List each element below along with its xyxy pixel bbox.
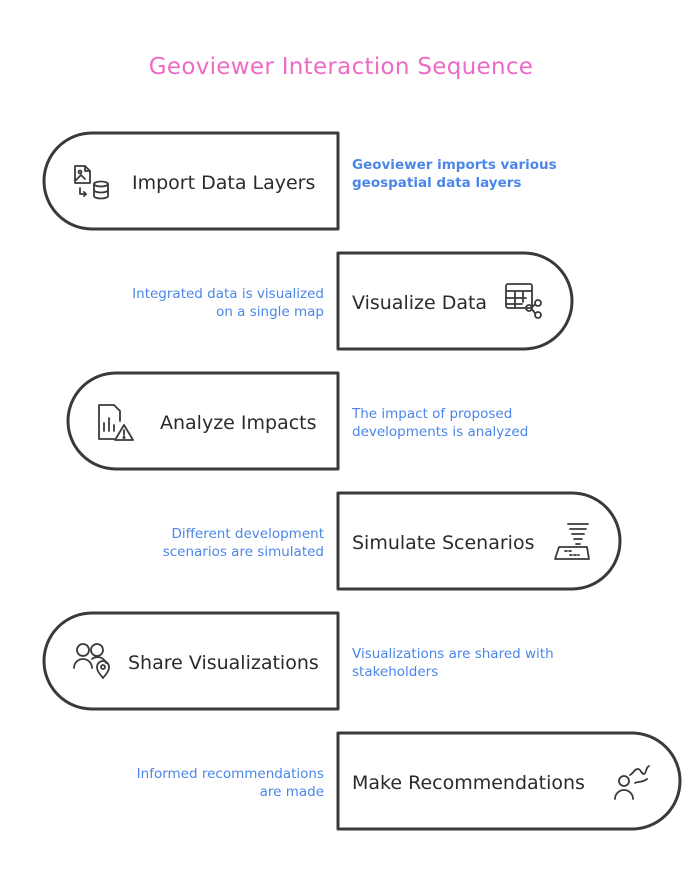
step-6-description: Informed recommendations are made <box>136 766 324 800</box>
step-4-shape <box>336 491 622 591</box>
users-location-icon <box>73 643 110 679</box>
chart-warning-icon <box>98 404 134 441</box>
step-2-shape <box>336 251 574 351</box>
step-1-description: Geoviewer imports various geospatial dat… <box>352 157 557 191</box>
step-5-description: Visualizations are shared with stakehold… <box>352 646 554 680</box>
step-2-label: Visualize Data <box>352 292 488 314</box>
image-database-icon <box>74 165 109 200</box>
step-3-description: The impact of proposed developments is a… <box>352 406 529 440</box>
step-3-shape <box>66 371 340 471</box>
diagram-title: Geoviewer Interaction Sequence <box>148 54 534 80</box>
step-6-shape <box>336 731 682 831</box>
step-6-label: Make Recommendations <box>352 772 585 794</box>
step-1-shape <box>42 131 340 231</box>
step-1-label: Import Data Layers <box>132 172 316 194</box>
step-5-shape <box>42 611 340 711</box>
person-path-icon <box>614 765 650 800</box>
tornado-map-icon <box>554 523 590 560</box>
step-4-description: Different development scenarios are simu… <box>162 526 324 560</box>
step-4-label: Simulate Scenarios <box>352 532 535 554</box>
step-5-label: Share Visualizations <box>128 652 319 674</box>
step-3-label: Analyze Impacts <box>160 412 317 434</box>
table-network-icon <box>505 283 542 319</box>
step-2-description: Integrated data is visualized on a singl… <box>132 286 324 320</box>
